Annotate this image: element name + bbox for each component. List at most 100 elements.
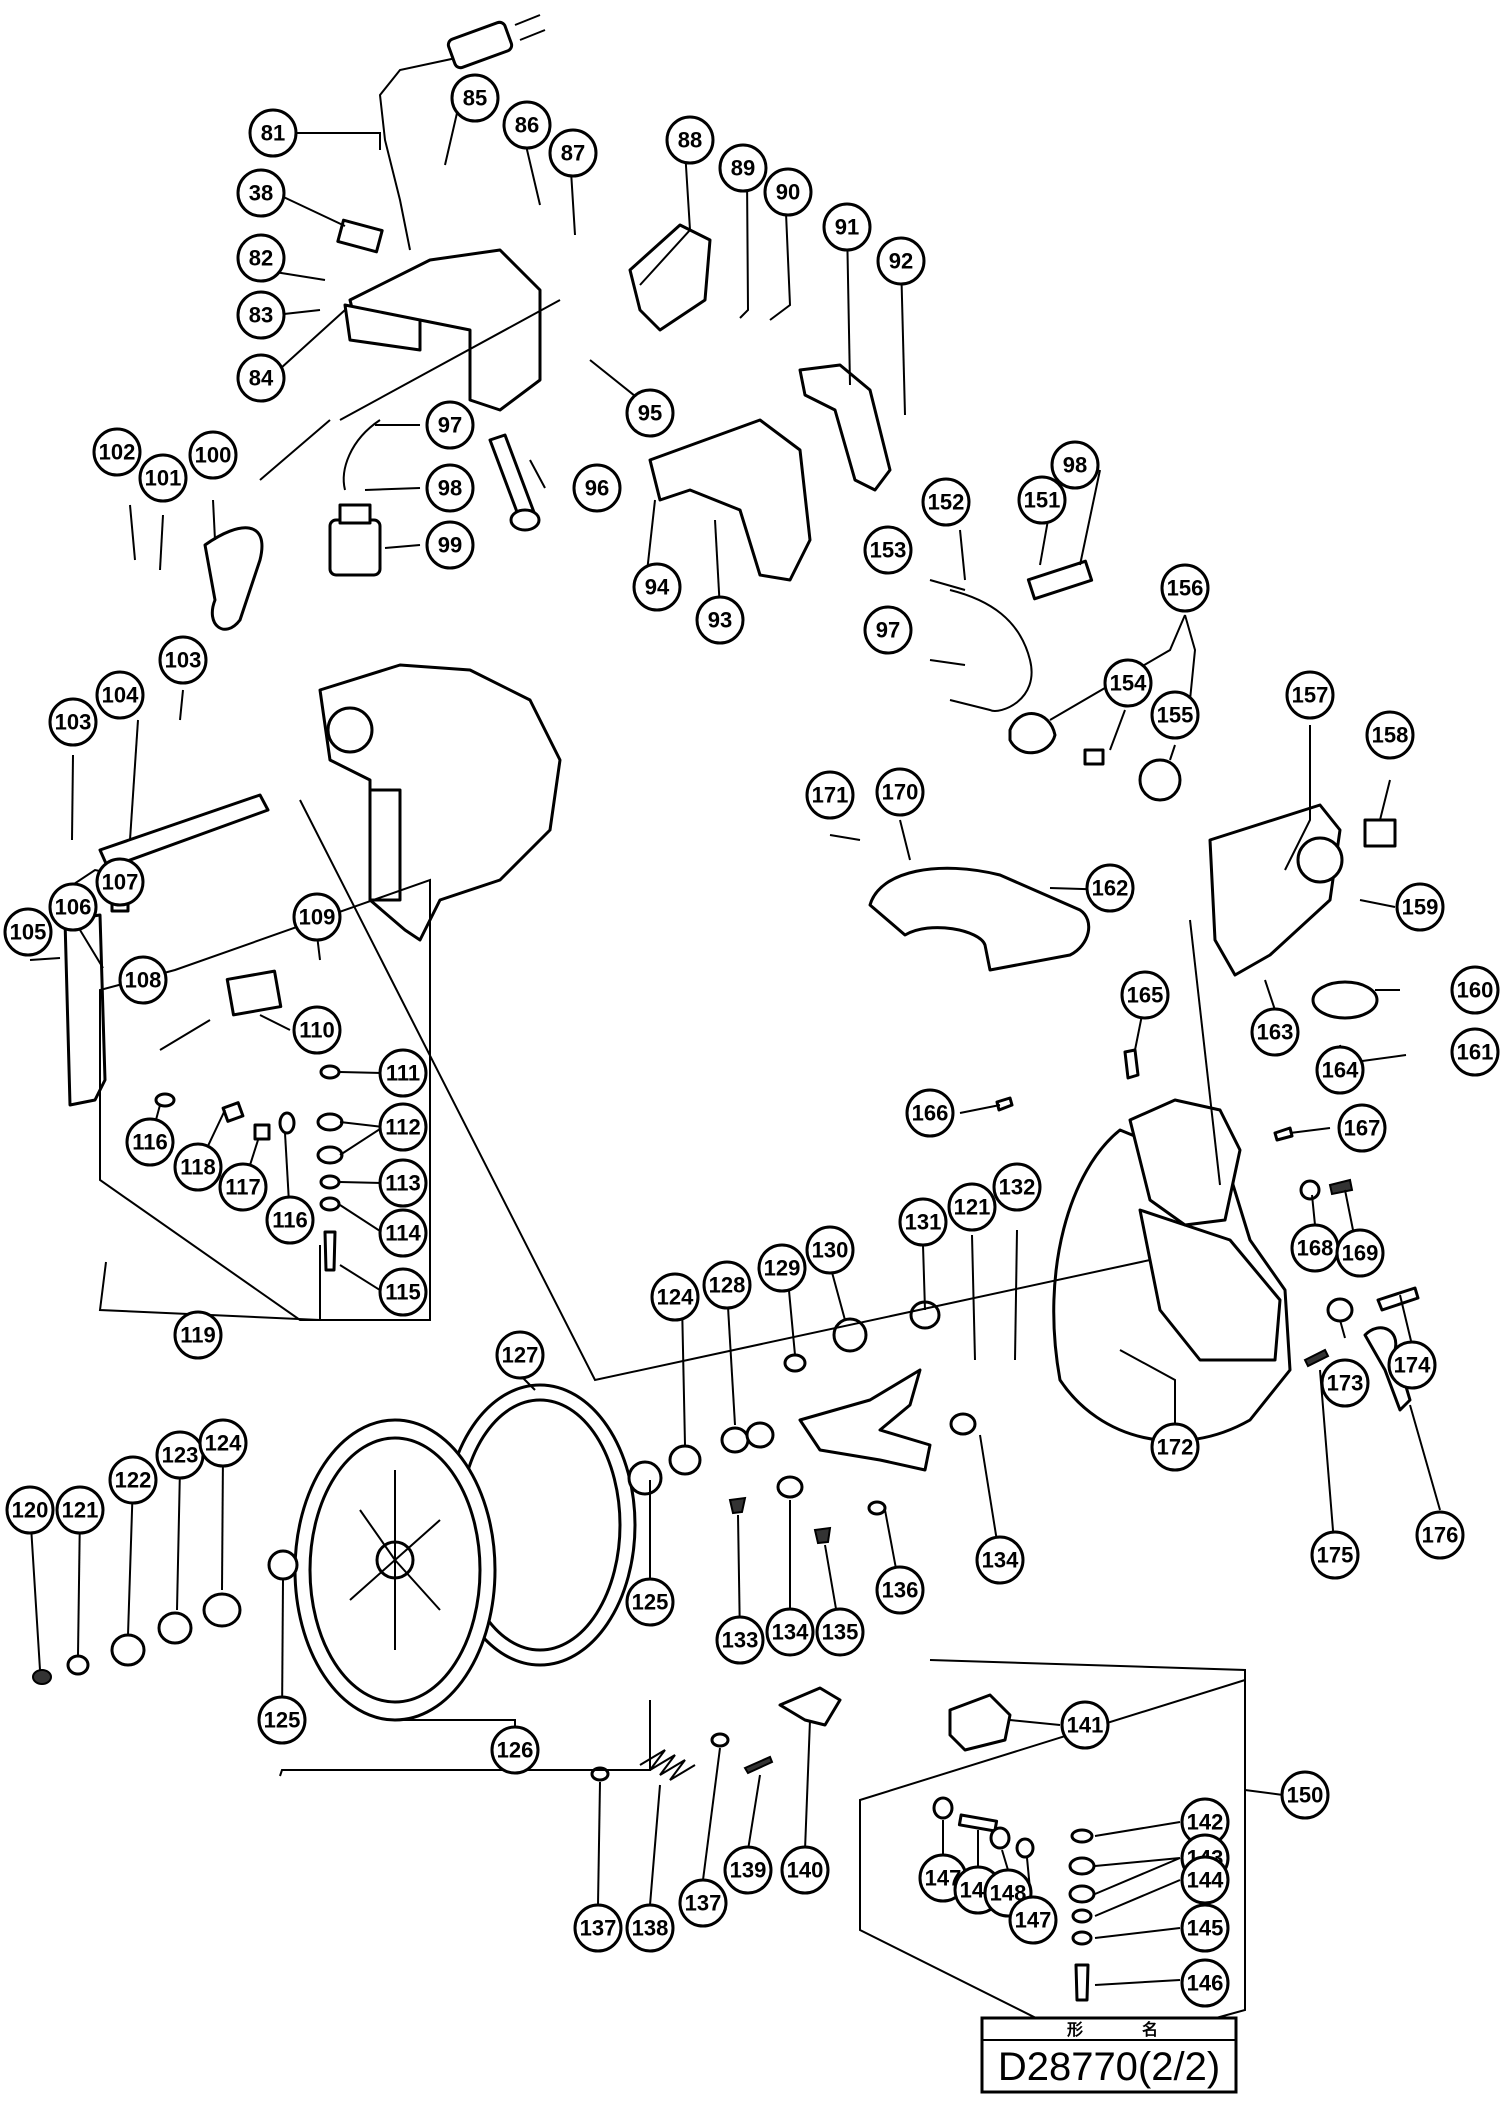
svg-text:87: 87 [561,141,585,166]
washer-134a [949,1412,977,1436]
svg-text:115: 115 [385,1280,421,1305]
title-block: 形 名 D28770(2/2) [980,2016,1238,2094]
callout-124-left: 124 [198,1418,248,1468]
callout-126: 126 [490,1725,540,1775]
callout-38: 38 [236,168,286,218]
callout-119: 119 [173,1310,223,1360]
svg-text:131: 131 [905,1210,942,1235]
bolt-120 [32,1669,52,1685]
socket-154 [1083,748,1105,766]
callout-121-upper: 121 [947,1182,997,1232]
callout-153: 153 [863,525,913,575]
callout-136: 136 [875,1565,925,1615]
bearing-143a [1068,1856,1096,1876]
callout-125-left: 125 [257,1695,307,1745]
svg-text:90: 90 [776,180,800,205]
svg-text:175: 175 [1317,1543,1354,1568]
power-cord [378,34,501,251]
pulley-spokes [349,1470,441,1650]
svg-text:125: 125 [264,1708,301,1733]
washer-147a [932,1796,954,1820]
callout-101: 101 [138,453,188,503]
svg-text:170: 170 [882,780,919,805]
svg-text:136: 136 [882,1578,919,1603]
svg-text:123: 123 [162,1443,199,1468]
bushing-148 [989,1826,1011,1850]
callout-81: 81 [248,108,298,158]
callout-120: 120 [5,1485,55,1535]
switch-141 [948,1693,1012,1752]
callout-139: 139 [723,1845,773,1895]
svg-text:82: 82 [249,246,273,271]
svg-text:81: 81 [261,121,285,146]
svg-text:110: 110 [299,1018,335,1043]
rail-104 [98,793,270,870]
callout-141: 141 [1060,1700,1110,1750]
svg-text:102: 102 [99,440,136,465]
wire-lamp [949,589,1033,712]
svg-text:84: 84 [249,366,274,391]
svg-text:157: 157 [1292,683,1329,708]
callout-88: 88 [665,115,715,165]
callout-164: 164 [1315,1045,1365,1095]
bolt-169 [1328,1178,1354,1196]
callout-82: 82 [236,233,286,283]
washer-147b [1015,1837,1035,1859]
svg-text:138: 138 [632,1916,669,1941]
callout-171: 171 [805,770,855,820]
svg-text:147: 147 [1015,1908,1052,1933]
bolt-146 [1074,1963,1090,2002]
screw-135 [813,1526,832,1545]
washer-142 [1070,1828,1094,1844]
callout-123: 123 [155,1430,205,1480]
lever-plate-130 [798,1368,932,1472]
switch-110 [225,969,283,1017]
motor-housing [318,663,562,942]
svg-text:141: 141 [1067,1713,1104,1738]
callout-104: 104 [95,670,145,720]
washer-137b [710,1732,730,1748]
svg-text:97: 97 [876,618,900,643]
rear-cover-94 [648,418,812,582]
callout-83: 83 [236,290,286,340]
callout-112: 112 [378,1102,428,1152]
pin-175 [1303,1348,1330,1368]
bearing-125b [267,1549,299,1581]
callout-151: 151 [1017,475,1067,525]
callout-131: 131 [898,1197,948,1247]
belt-100 [203,526,264,631]
svg-text:160: 160 [1457,978,1494,1003]
callouts: 81 85 86 87 88 89 90 91 92 38 82 83 84 9… [3,73,1500,2008]
svg-text:137: 137 [580,1916,617,1941]
callout-163: 163 [1250,1007,1300,1057]
callout-150: 150 [1280,1770,1330,1820]
svg-text:132: 132 [999,1175,1036,1200]
svg-text:140: 140 [787,1858,824,1883]
svg-text:116: 116 [272,1208,308,1233]
svg-text:174: 174 [1394,1353,1431,1378]
callout-89: 89 [718,143,768,193]
tube-96-end [509,508,541,532]
svg-text:95: 95 [638,401,662,426]
svg-text:142: 142 [1187,1810,1224,1835]
pin-166 [995,1096,1014,1112]
callout-140: 140 [780,1845,830,1895]
callout-132: 132 [992,1162,1042,1212]
pin-149 [957,1813,999,1833]
callout-138: 138 [625,1903,675,1953]
washer-168 [1299,1179,1321,1201]
bolt-174 [1376,1286,1420,1312]
svg-text:120: 120 [12,1498,49,1523]
svg-text:124: 124 [205,1431,242,1456]
svg-text:135: 135 [822,1620,859,1645]
callout-100: 100 [188,430,238,480]
callout-166: 166 [905,1088,955,1138]
callout-84: 84 [236,353,286,403]
callout-125-right: 125 [625,1577,675,1627]
callout-134-left: 134 [765,1607,815,1657]
brush-plate [368,788,402,902]
svg-text:86: 86 [515,113,539,138]
callout-145: 145 [1180,1903,1230,1953]
svg-text:92: 92 [889,249,913,274]
